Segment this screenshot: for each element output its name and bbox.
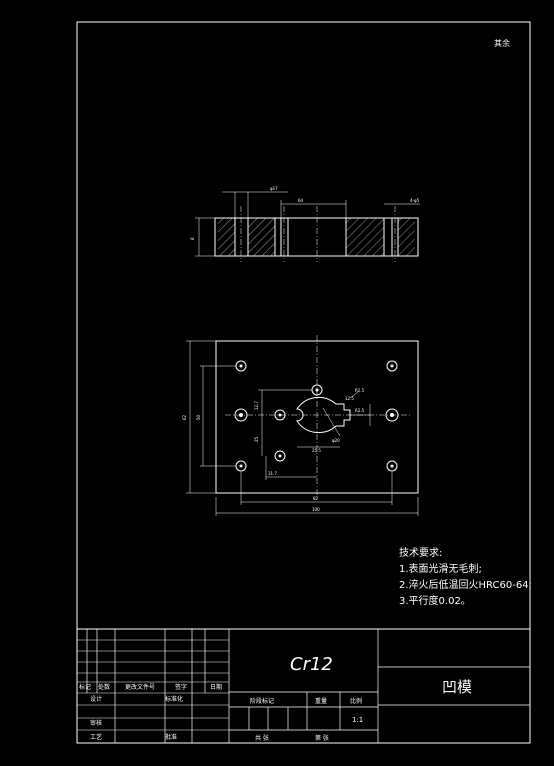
dim-r1: R2.5 (355, 388, 365, 393)
scale-value: 1:1 (352, 716, 363, 724)
dim-mid: 64 (298, 198, 304, 203)
plan-view: R2.5 12.5 R2.5 12.7 25 φ20 25.5 31.7 62 … (182, 335, 419, 516)
tech-note-2: 2.淬火后低温回火HRC60-64; (399, 580, 532, 591)
header-sign: 签字 (175, 683, 187, 691)
title-material: Cr12 (290, 654, 333, 675)
hole-mr (385, 408, 399, 422)
dim-inner-left: 12.7 (254, 401, 259, 410)
dim-inner-left2: 25 (254, 436, 259, 442)
role-design: 设计 (90, 695, 102, 703)
tech-note-1: 1.表面光滑无毛刺; (399, 564, 482, 575)
std-label: 标准化 (165, 695, 183, 703)
dim-height: 8 (190, 237, 195, 240)
dim-small-r: R2.5 (355, 408, 365, 413)
header-date: 日期 (210, 683, 222, 691)
tech-notes-title: 技术要求: (399, 548, 443, 559)
dim-width-outer: 100 (312, 507, 320, 512)
dim-mid-h: 25.5 (312, 448, 321, 453)
hole-tr (386, 360, 398, 372)
section-outline (214, 217, 419, 257)
hole-ml (234, 408, 248, 422)
dim-height-inner: 50 (196, 414, 201, 420)
dim-right: 4-φ5 (410, 198, 420, 203)
hole-ib (274, 450, 286, 462)
corner-note: 其余 (494, 38, 510, 48)
dim-pitch: φ17 (270, 186, 278, 191)
title-part-name: 凹模 (442, 678, 472, 696)
hatch-4 (398, 218, 415, 256)
drawing-border (76, 21, 531, 744)
dim-center-dia: φ20 (332, 438, 340, 443)
hatch-1 (218, 218, 235, 256)
role-process: 工艺 (90, 733, 102, 741)
dim-mid-w: 31.7 (268, 471, 277, 476)
scale-label: 比例 (350, 697, 362, 705)
die-cavity (296, 396, 351, 434)
title-block (76, 628, 531, 744)
hatch-3 (346, 218, 384, 256)
dim-r2: 12.5 (345, 396, 354, 401)
hole-br (386, 460, 398, 472)
header-change-doc: 更改文件号 (125, 683, 155, 691)
tech-notes: 技术要求: 1.表面光滑无毛刺; 2.淬火后低温回火HRC60-64; 3.平行… (399, 546, 539, 610)
hatch-2 (248, 218, 275, 256)
section-view: φ17 64 4-φ5 8 (190, 186, 420, 262)
header-count: 处数 (98, 683, 110, 691)
weight-label: 重量 (315, 697, 327, 705)
sheet-label: 第 张 (315, 734, 329, 742)
header-mark: 标记 (79, 683, 91, 691)
role-review: 审核 (90, 719, 102, 727)
dim-height-outer: 62 (182, 414, 187, 420)
sheets-label: 共 张 (255, 734, 269, 742)
dim-width-inner: 82 (313, 496, 319, 501)
approve-label: 批准 (165, 733, 177, 741)
stage-label: 阶段标记 (250, 697, 274, 705)
tech-note-3: 3.平行度0.02。 (399, 596, 471, 607)
hole-il (274, 409, 286, 421)
